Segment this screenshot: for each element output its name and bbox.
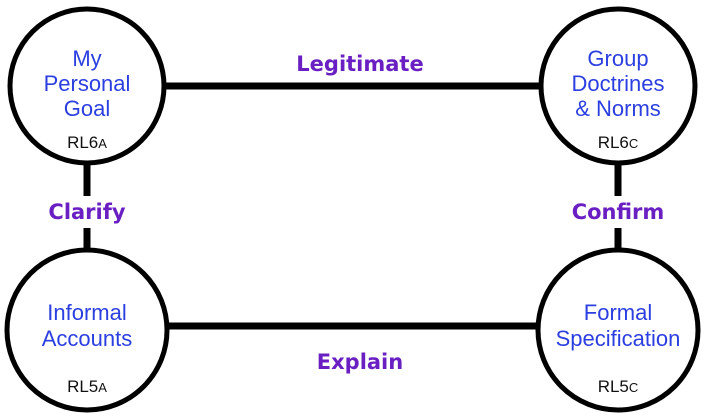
node-group-doctrines: Group Doctrines & Norms RL6C	[538, 6, 698, 166]
node-personal-goal-line-1: My	[72, 46, 101, 71]
edge-label-clarify: Clarify	[48, 200, 125, 224]
node-group-doctrines-line-1: Group	[587, 46, 648, 71]
node-informal-accounts-line-1: Informal	[47, 300, 126, 325]
node-formal-specification-code: RL5C	[598, 377, 639, 396]
node-informal-accounts-line-2: Accounts	[42, 326, 133, 351]
node-personal-goal-code: RL6A	[67, 133, 107, 152]
node-group-doctrines-code: RL6C	[598, 133, 639, 152]
edge-label-explain: Explain	[317, 350, 403, 374]
node-personal-goal-line-2: Personal	[44, 71, 131, 96]
node-formal-specification: Formal Specification RL5C	[535, 247, 701, 413]
node-personal-goal: My Personal Goal RL6A	[7, 6, 167, 166]
edge-label-legitimate: Legitimate	[296, 52, 423, 76]
node-formal-specification-line-1: Formal	[584, 300, 652, 325]
node-informal-accounts-code: RL5A	[67, 377, 107, 396]
node-group-doctrines-line-3: & Norms	[575, 96, 661, 121]
node-personal-goal-line-3: Goal	[64, 96, 110, 121]
edge-label-confirm: Confirm	[572, 200, 665, 224]
node-informal-accounts: Informal Accounts RL5A	[4, 247, 170, 413]
node-formal-specification-line-2: Specification	[556, 326, 681, 351]
node-group-doctrines-line-2: Doctrines	[572, 71, 665, 96]
